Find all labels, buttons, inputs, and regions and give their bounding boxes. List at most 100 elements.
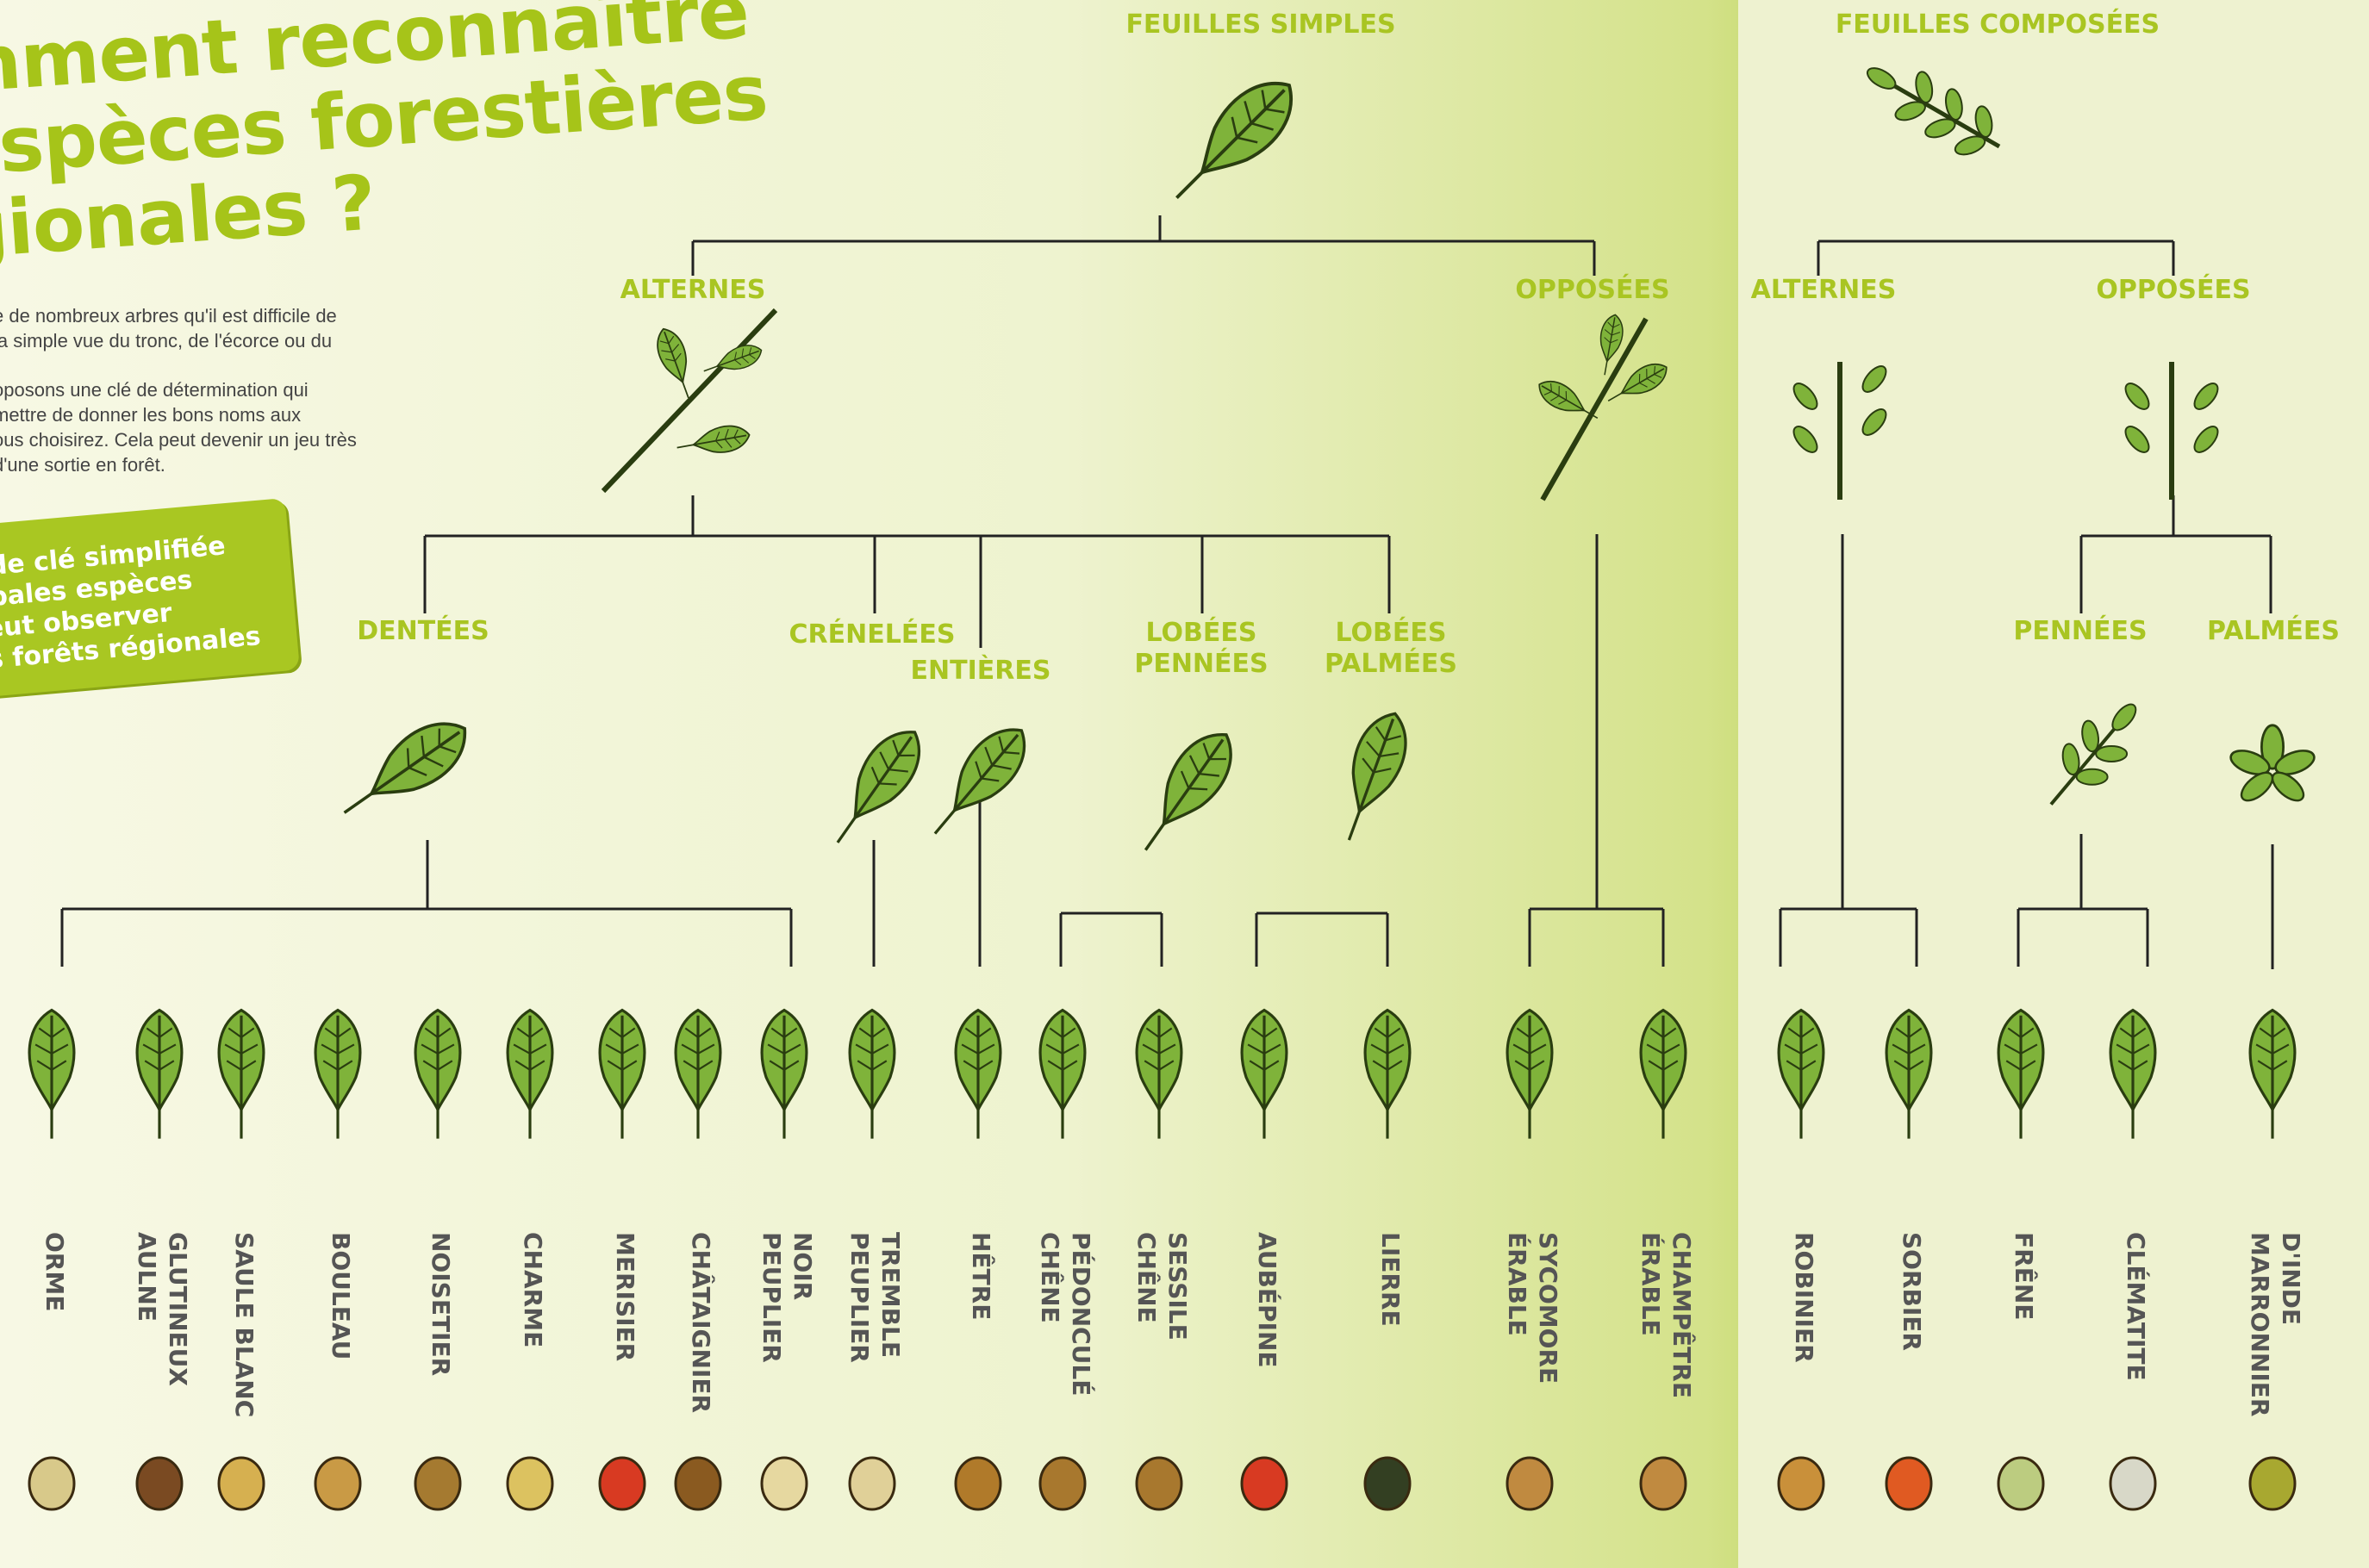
label-lobees-pennees-2: PENNÉES: [1134, 648, 1268, 679]
leaf-chene-pedoncule: [1040, 1011, 1085, 1139]
leaf-charme: [508, 1011, 552, 1139]
fruit-charme: [508, 1458, 552, 1509]
simple-leaf-icon: [1157, 65, 1309, 217]
leaf-noisetier: [415, 1011, 460, 1139]
fruit-sorbier: [1886, 1458, 1931, 1509]
fruit-sauleblanc: [219, 1458, 264, 1509]
species-label-erable-champetre-2: CHAMPÊTRE: [1668, 1232, 1697, 1398]
fruit-marronnier-dinde: [2250, 1458, 2295, 1509]
fruit-chataignier: [676, 1458, 720, 1509]
pinnate-lobed-leaf-icon: [1125, 721, 1246, 864]
leaf-hetre: [956, 1011, 1001, 1139]
species-label-orme-1: ORME: [41, 1232, 69, 1311]
species-label-bouleau-1: BOULEAU: [327, 1232, 355, 1360]
leaf-clematite: [2110, 1011, 2155, 1139]
leaf-lierre: [1365, 1011, 1410, 1139]
leaf-erable-champetre: [1641, 1011, 1686, 1139]
compound-leaf-icon: [1853, 44, 2015, 173]
fruit-chene-sessile: [1137, 1458, 1181, 1509]
fruit-clematite: [2110, 1458, 2155, 1509]
label-crenelees: CRÉNELÉES: [789, 619, 956, 650]
species-label-erable-sycomore-2: SYCOMORE: [1534, 1232, 1562, 1384]
leaf-chene-sessile: [1137, 1011, 1181, 1139]
leaf-orme: [29, 1011, 74, 1139]
label-entieres: ENTIÈRES: [911, 655, 1051, 686]
species-label-aubepine-1: AUBÉPINE: [1253, 1232, 1282, 1368]
label-opposees-composees: OPPOSÉES: [2096, 274, 2250, 305]
opposite-compound-icon: [2122, 362, 2222, 500]
species-label-erable-sycomore-1: ÉRABLE: [1503, 1232, 1532, 1336]
leaf-aulne-glutineux: [137, 1011, 182, 1139]
alternate-twig-icon: [603, 310, 776, 491]
leaf-erable-sycomore: [1507, 1011, 1552, 1139]
leaf-sauleblanc: [219, 1011, 264, 1139]
species-label-robinier-1: ROBINIER: [1790, 1232, 1818, 1363]
fruit-hetre: [956, 1458, 1001, 1509]
toothed-leaf-icon: [330, 707, 479, 833]
fruit-robinier: [1779, 1458, 1824, 1509]
species-label-erable-champetre-1: ÉRABLE: [1636, 1232, 1666, 1336]
entire-leaf-icon: [917, 715, 1039, 848]
species-label-sorbier-1: SORBIER: [1898, 1232, 1926, 1351]
species-label-clematite-1: CLÉMATITE: [2122, 1232, 2151, 1381]
leaf-peuplier-noir: [762, 1011, 807, 1139]
species-label-chene-pedoncule-1: CHÊNE: [1036, 1232, 1065, 1323]
leaf-aubepine: [1242, 1011, 1287, 1139]
fruit-bouleau: [315, 1458, 360, 1509]
label-opposees: OPPOSÉES: [1515, 274, 1669, 305]
species-label-aulne-glutineux-2: GLUTINEUX: [164, 1232, 192, 1386]
fruit-chene-pedoncule: [1040, 1458, 1085, 1509]
fruit-erable-champetre: [1641, 1458, 1686, 1509]
opposite-twig-icon: [1533, 313, 1672, 500]
fruit-peuplier-noir: [762, 1458, 807, 1509]
label-palmees: PALMÉES: [2207, 615, 2340, 646]
fruit-erable-sycomore: [1507, 1458, 1552, 1509]
label-lobees-pennees-1: LOBÉES: [1145, 617, 1256, 648]
palmate-compound-icon: [2228, 725, 2317, 806]
species-label-marronnier-dinde-1: MARRONNIER: [2246, 1232, 2274, 1416]
fruit-aulne-glutineux: [137, 1458, 182, 1509]
species-label-charme-1: CHARME: [519, 1232, 547, 1347]
fruit-peuplier-tremble: [850, 1458, 895, 1509]
species-fruits: [29, 1458, 2295, 1509]
label-lobees-palmees-2: PALMÉES: [1325, 648, 1457, 679]
header-feuilles-simples: FEUILLES SIMPLES: [1125, 9, 1395, 40]
fruit-lierre: [1365, 1458, 1410, 1509]
crenate-leaf-icon: [819, 719, 934, 856]
leaf-robinier: [1779, 1011, 1824, 1139]
fruit-frene: [1998, 1458, 2043, 1509]
label-lobees-palmees-1: LOBÉES: [1335, 617, 1446, 648]
species-label-chataignier-1: CHÂTAIGNIER: [687, 1232, 716, 1413]
species-label-chene-sessile-2: SESSILE: [1163, 1232, 1192, 1341]
species-label-aulne-glutineux-1: AULNE: [133, 1232, 161, 1322]
leaf-frene: [1998, 1011, 2043, 1139]
species-leaves: [29, 1011, 2295, 1139]
leaf-chataignier: [676, 1011, 720, 1139]
leaf-merisier: [600, 1011, 645, 1139]
palmate-lobed-leaf-icon: [1327, 706, 1417, 848]
species-label-merisier-1: MERISIER: [611, 1232, 639, 1361]
species-label-marronnier-dinde-2: D'INDE: [2277, 1232, 2305, 1325]
species-label-peuplier-noir-1: PEUPLIER: [757, 1232, 786, 1363]
species-label-chene-sessile-1: CHÊNE: [1132, 1232, 1162, 1323]
header-feuilles-composees: FEUILLES COMPOSÉES: [1836, 9, 2160, 40]
leaf-bouleau: [315, 1011, 360, 1139]
species-label-chene-pedoncule-2: PÉDONCULÉ: [1067, 1232, 1096, 1396]
fruit-merisier: [600, 1458, 645, 1509]
species-label-lierre-1: LIERRE: [1376, 1232, 1405, 1327]
leaf-peuplier-tremble: [850, 1011, 895, 1139]
species-label-frene-1: FRÊNE: [2010, 1232, 2039, 1320]
species-labels: ORMEAULNEGLUTINEUXSAULE BLANCBOULEAUNOIS…: [41, 1232, 2305, 1417]
fruit-aubepine: [1242, 1458, 1287, 1509]
label-pennees: PENNÉES: [2013, 615, 2147, 646]
alternate-compound-icon: [1790, 362, 1891, 500]
fruit-orme: [29, 1458, 74, 1509]
species-label-peuplier-tremble-1: PEUPLIER: [845, 1232, 874, 1363]
pinnate-compound-icon: [2028, 686, 2158, 824]
label-alternes-composees: ALTERNES: [1751, 275, 1897, 305]
species-label-hetre-1: HÊTRE: [967, 1232, 996, 1320]
connector-lines: [62, 215, 2272, 969]
fruit-noisetier: [415, 1458, 460, 1509]
species-label-peuplier-tremble-2: TREMBLE: [876, 1232, 905, 1358]
